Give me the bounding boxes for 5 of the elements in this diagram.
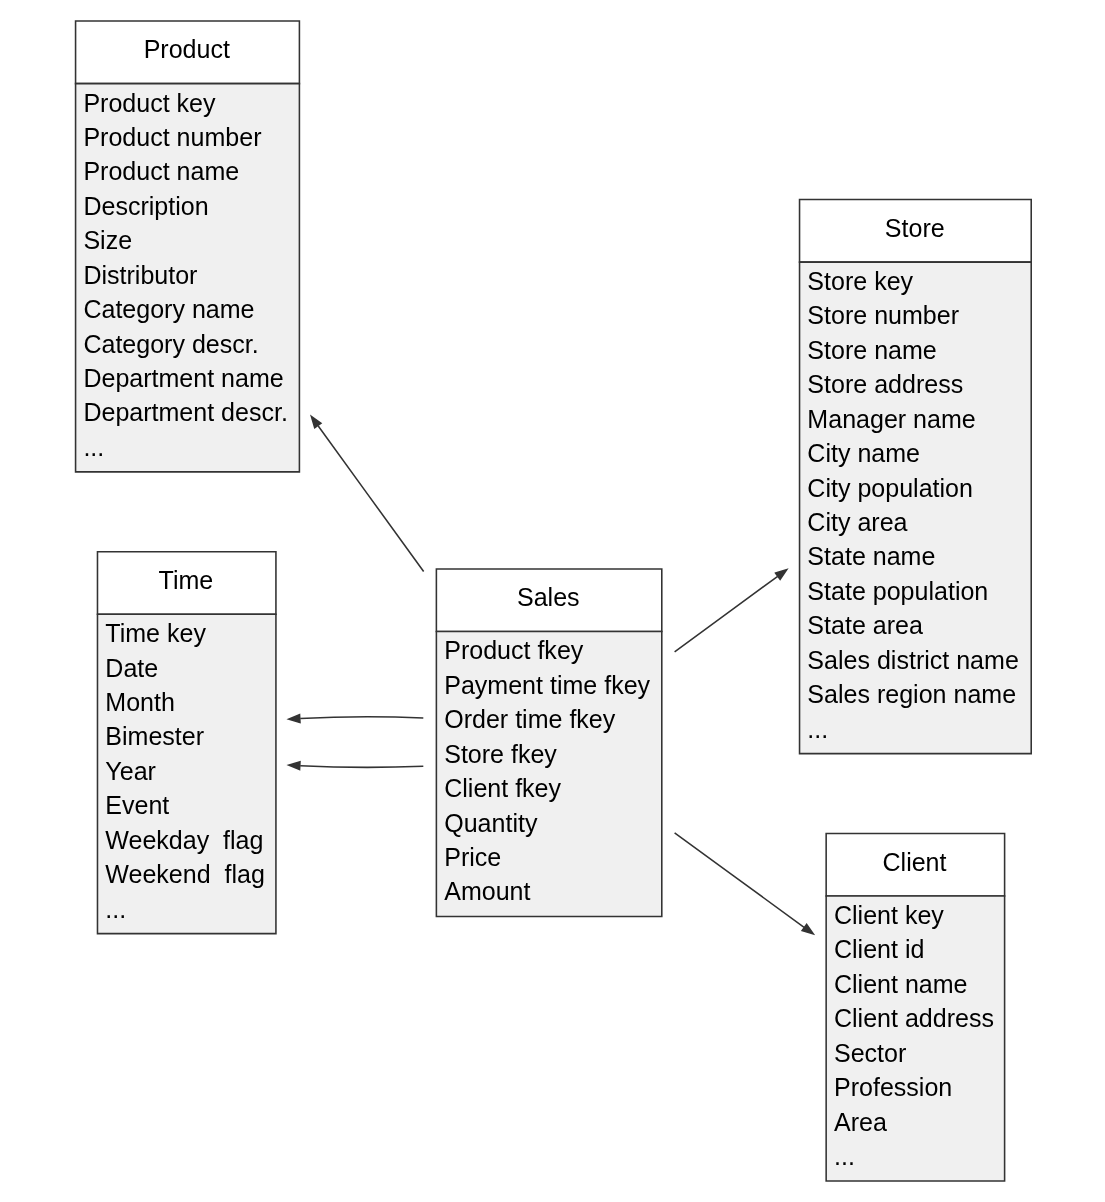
arrow	[285, 713, 424, 724]
arrow	[673, 832, 815, 936]
arrow	[673, 568, 789, 653]
arrow	[285, 760, 424, 771]
arrow	[309, 414, 424, 573]
